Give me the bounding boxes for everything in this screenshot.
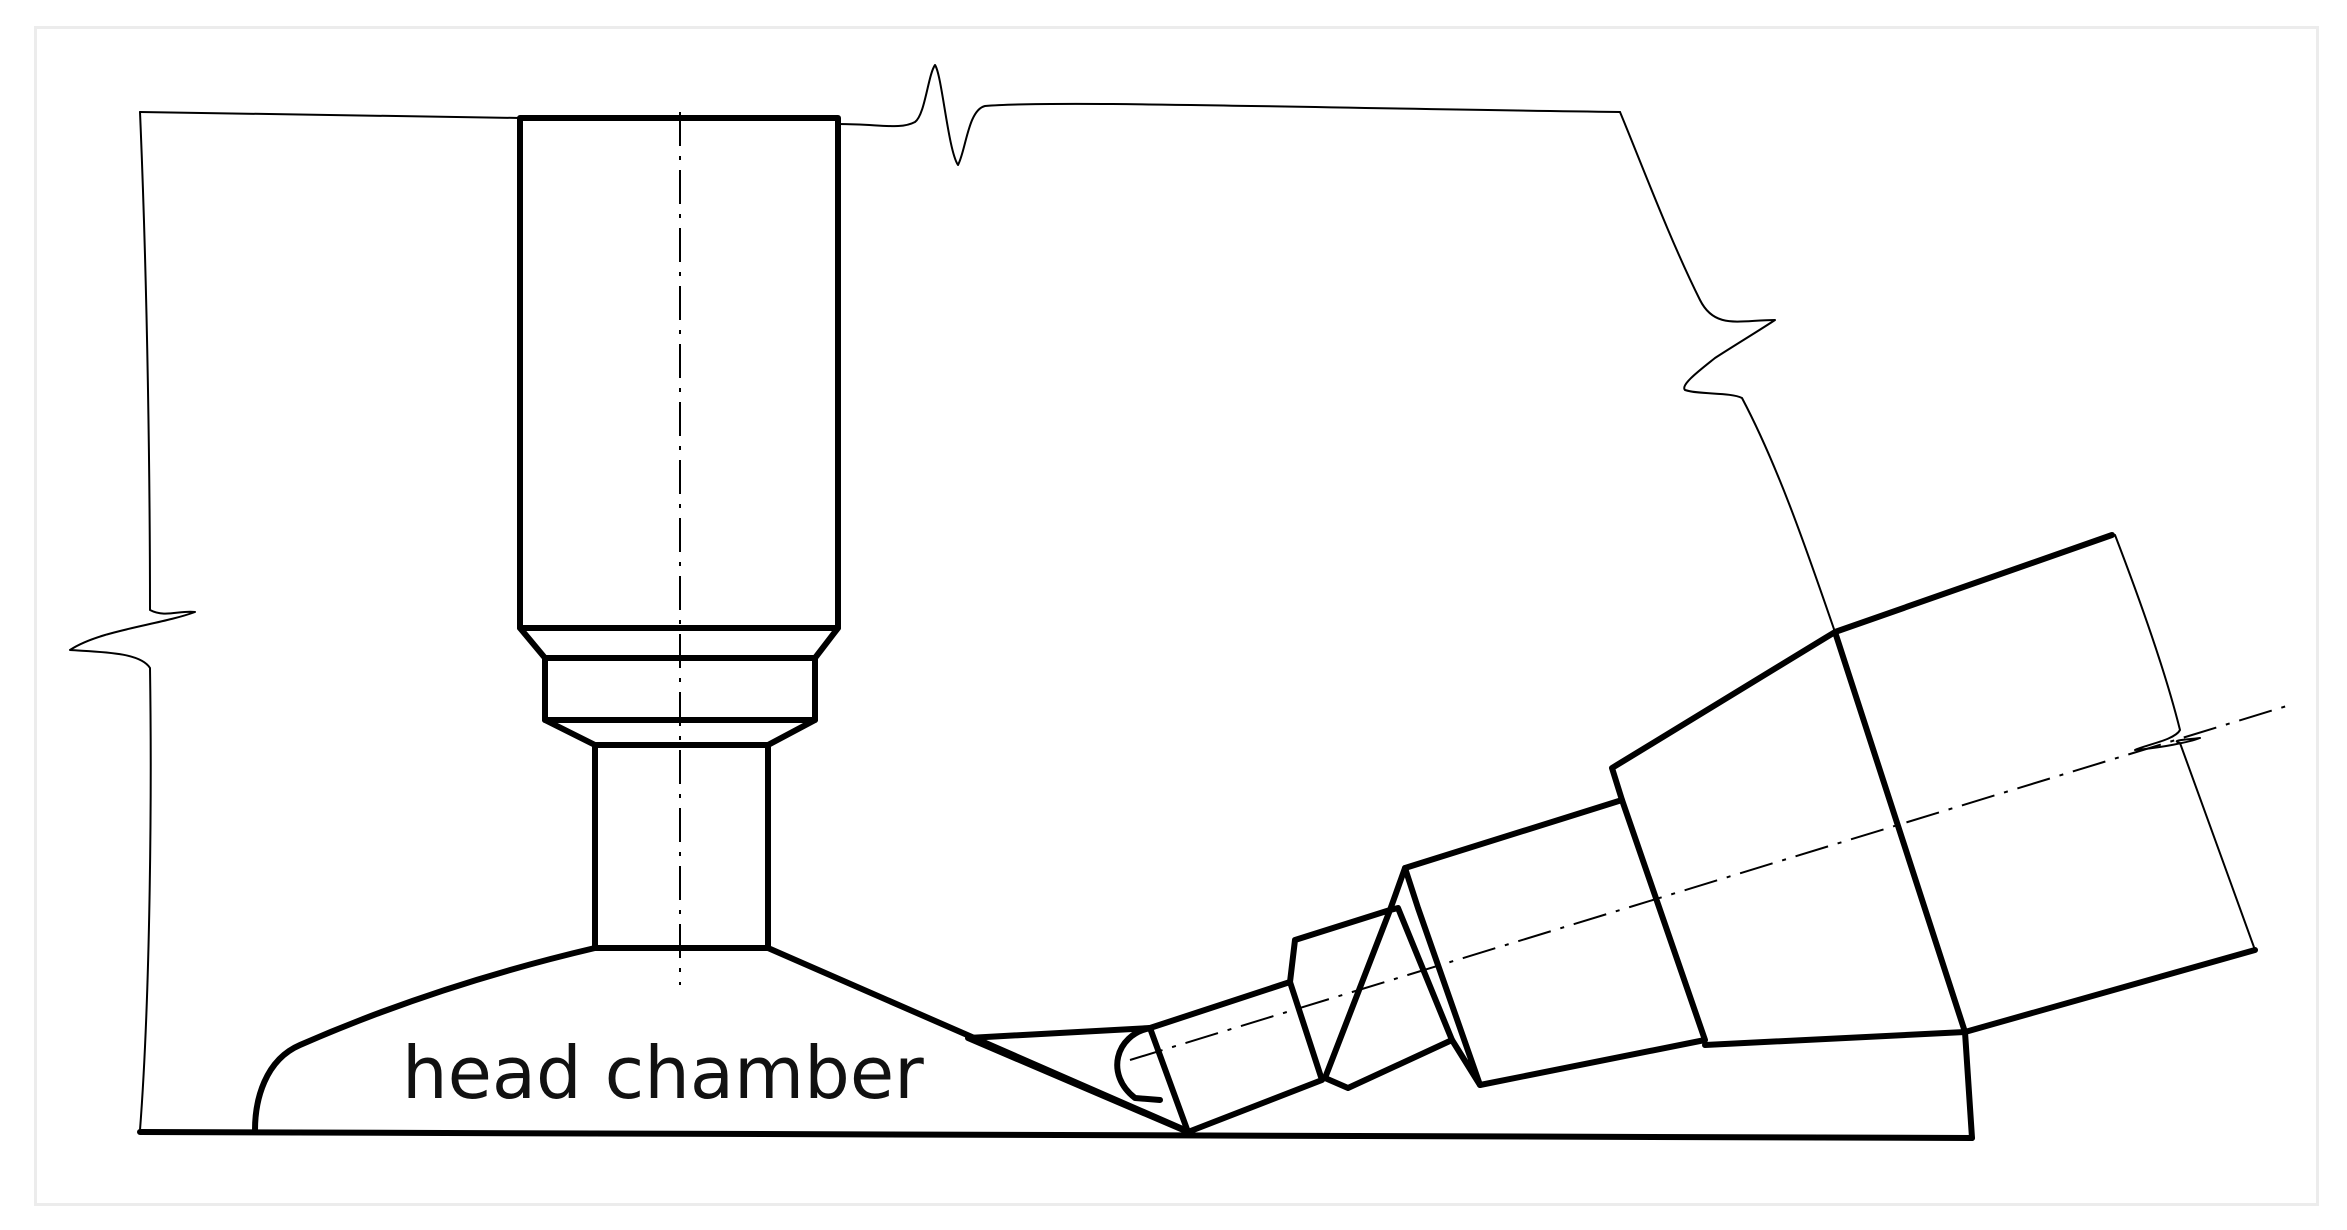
right-break-line-upper [1619,111,1836,633]
angled-plug [965,532,2291,1141]
plug-step-1 [1287,907,1393,1081]
plug-nose [1147,979,1325,1135]
vertical-bore [517,112,841,985]
plug-step-2 [1387,865,1483,1088]
diagram-frame [34,26,2319,1206]
plug-tip-pocket [965,1025,1191,1135]
plug-base-right [1962,1029,1975,1141]
head-body-outline [69,64,2256,1131]
top-edge-left [139,111,521,119]
bore-neck [592,742,771,951]
plug-step-1-body [1322,905,1455,1091]
plug-shell [1402,797,1708,1088]
chamber-outline-left [252,945,598,1133]
head-chamber-label: head chamber [402,1031,924,1115]
right-break-line-lower [2114,534,2256,951]
plug-insulator-lower [1962,947,2258,1035]
plug-electrode [1114,1025,1163,1103]
plug-insulator [1832,532,2115,635]
plug-centerline [1129,704,2291,1061]
plug-hex [1609,629,1968,1048]
deck-face [137,1129,1975,1141]
left-break-line [69,111,196,1131]
top-break-line [837,64,1621,166]
